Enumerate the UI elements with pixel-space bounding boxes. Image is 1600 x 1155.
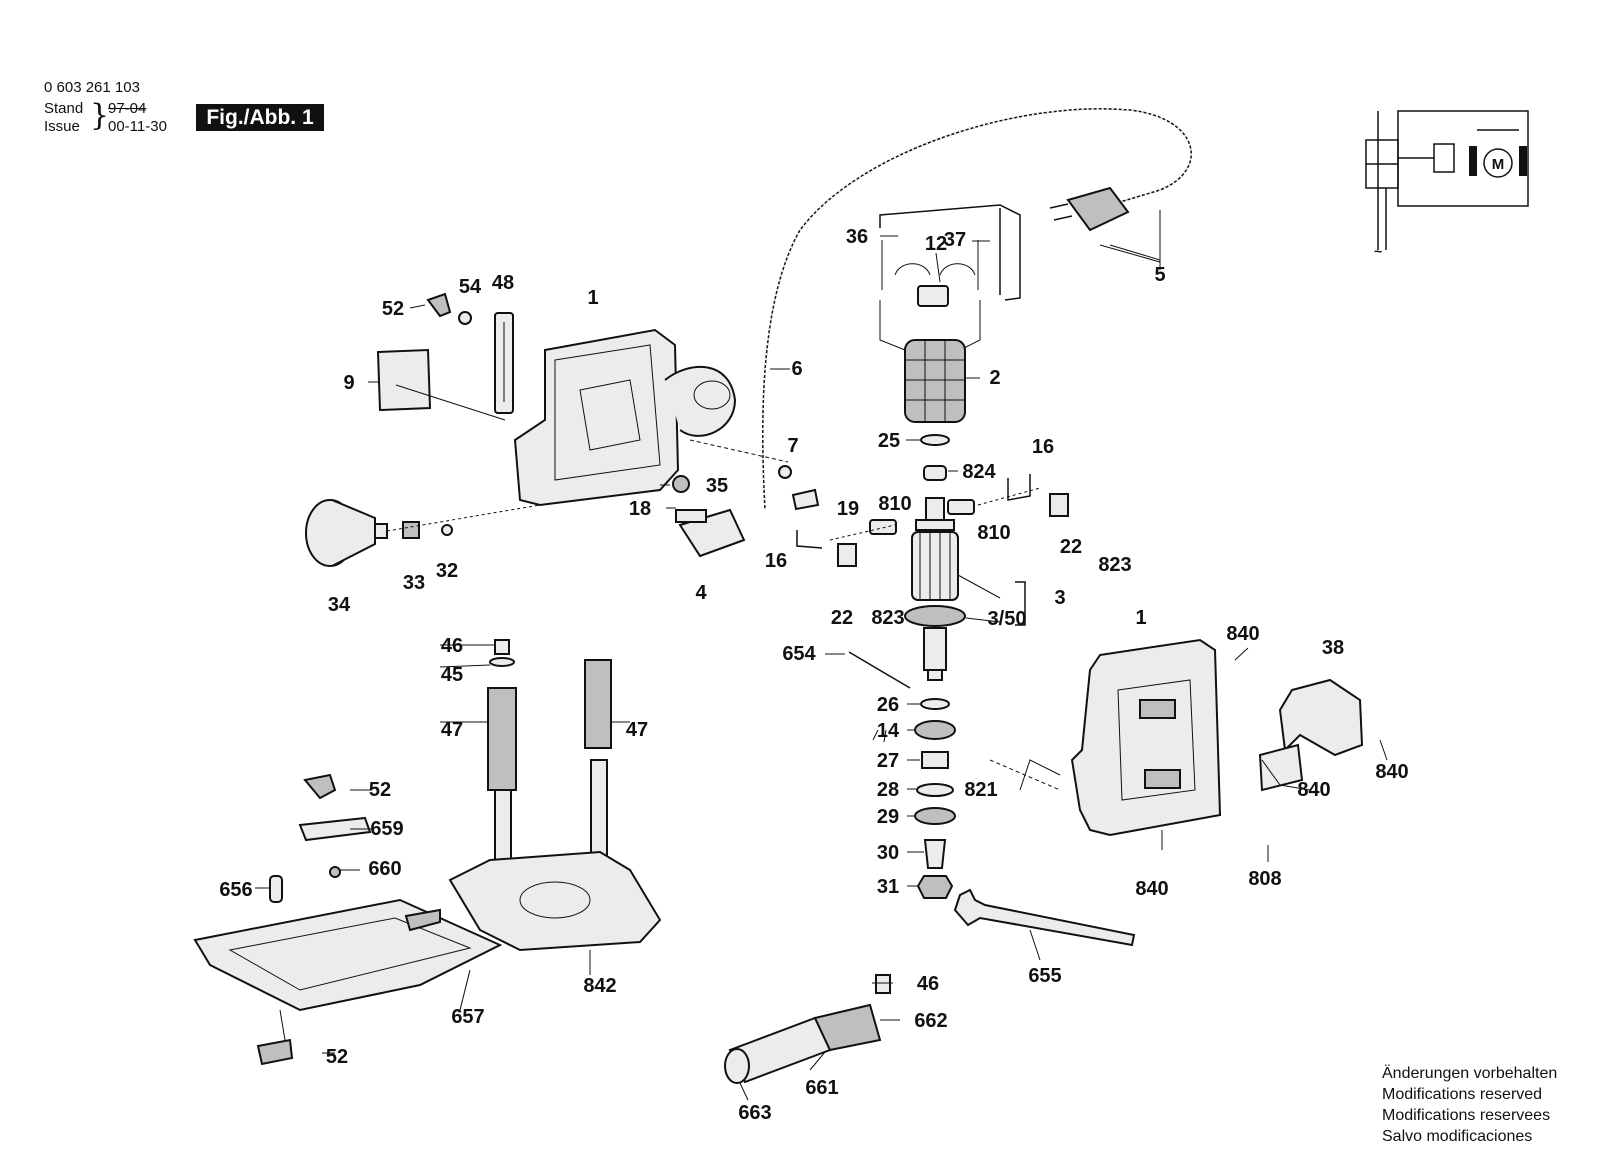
callout-661: 661 xyxy=(805,1077,838,1099)
callout-5: 5 xyxy=(1154,264,1165,286)
callout-824: 824 xyxy=(962,461,996,483)
stand-label: Stand xyxy=(44,100,84,117)
callout-6: 6 xyxy=(791,358,802,380)
figure-label: Fig./Abb. 1 xyxy=(196,104,324,131)
svg-text:M: M xyxy=(1492,156,1505,173)
dust-extraction-adapter xyxy=(724,974,891,1084)
callout-47-right: 47 xyxy=(626,719,648,741)
callout-22-left: 22 xyxy=(831,607,853,629)
notice-spanish: Salvo modificaciones xyxy=(1382,1128,1533,1145)
callout-37: 37 xyxy=(944,229,966,251)
depth-stop-parts xyxy=(376,292,514,421)
callout-36: 36 xyxy=(846,226,868,248)
callout-19: 19 xyxy=(837,498,859,520)
callout-3: 3 xyxy=(1054,587,1065,609)
notice-german: Änderungen vorbehalten xyxy=(1382,1065,1558,1082)
callout-7: 7 xyxy=(787,435,798,457)
callout-821: 821 xyxy=(964,779,997,801)
callout-16-left: 16 xyxy=(765,550,787,572)
callout-657: 657 xyxy=(451,1006,484,1028)
callout-16-top: 16 xyxy=(1032,436,1054,458)
callout-18: 18 xyxy=(629,498,651,520)
callout-52-top: 52 xyxy=(382,298,404,320)
document-number: 0 603 261 103 xyxy=(44,79,140,96)
callout-823-left: 823 xyxy=(871,607,904,629)
motor-field-assembly xyxy=(879,204,1021,481)
issue-label: Issue xyxy=(44,118,80,135)
callout-22-right: 22 xyxy=(1060,536,1082,558)
callout-810-left: 810 xyxy=(878,493,911,515)
callout-808: 808 xyxy=(1248,868,1281,890)
callout-45: 45 xyxy=(441,664,463,686)
switch-assembly xyxy=(672,465,820,558)
notice-french: Modifications reservees xyxy=(1382,1107,1551,1124)
callout-29: 29 xyxy=(877,806,899,828)
callout-12: 12 xyxy=(925,233,947,255)
callout-31: 31 xyxy=(877,876,899,898)
callout-840-far-right: 840 xyxy=(1375,761,1408,783)
callout-14: 14 xyxy=(877,720,900,742)
callout-25: 25 xyxy=(878,430,900,452)
power-cord xyxy=(761,108,1192,511)
callout-54: 54 xyxy=(459,276,482,298)
notice-english: Modifications reserved xyxy=(1382,1086,1543,1103)
callout-823-right: 823 xyxy=(1098,554,1131,576)
callout-52-middle: 52 xyxy=(369,779,391,801)
callout-659: 659 xyxy=(370,818,403,840)
parallel-guide xyxy=(193,773,503,1066)
callout-46-bottom: 46 xyxy=(917,973,939,995)
base-plate xyxy=(448,850,662,952)
callout-656: 656 xyxy=(219,879,252,901)
wrench xyxy=(953,888,1136,947)
callout-662: 662 xyxy=(914,1010,947,1032)
armature-stack xyxy=(796,474,1069,899)
callout-46-top: 46 xyxy=(441,635,463,657)
callout-28: 28 xyxy=(877,779,899,801)
svg-text:~: ~ xyxy=(1374,243,1382,259)
callout-655: 655 xyxy=(1028,965,1061,987)
callout-48: 48 xyxy=(492,272,514,294)
callout-labels: 36 12 37 5 2 25 824 16 810 810 22 823 3 … xyxy=(219,226,1408,1124)
modifications-notice: Änderungen vorbehalten Modifications res… xyxy=(1382,1063,1557,1147)
callout-32: 32 xyxy=(436,560,458,582)
callout-654: 654 xyxy=(782,643,816,665)
callout-35: 35 xyxy=(706,475,728,497)
callout-660: 660 xyxy=(368,858,401,880)
callout-3-50: 3/50 xyxy=(988,608,1027,630)
callout-38: 38 xyxy=(1322,637,1344,659)
brace-glyph: } xyxy=(90,98,110,133)
wiring-schematic: M ~ xyxy=(1365,110,1529,259)
motor-housing-right xyxy=(989,638,1364,837)
issue-value: 00-11-30 xyxy=(108,118,167,135)
handle-knob xyxy=(305,499,541,567)
motor-housing-left xyxy=(513,328,789,507)
callout-842: 842 xyxy=(583,975,616,997)
callout-1-left: 1 xyxy=(587,287,598,309)
callout-810-right: 810 xyxy=(977,522,1010,544)
callout-47-left: 47 xyxy=(441,719,463,741)
callout-9: 9 xyxy=(343,372,354,394)
leader-lines xyxy=(255,235,1388,1101)
callout-2: 2 xyxy=(989,367,1000,389)
callout-1-right: 1 xyxy=(1135,607,1146,629)
callout-663: 663 xyxy=(738,1102,771,1124)
callout-27: 27 xyxy=(877,750,899,772)
callout-30: 30 xyxy=(877,842,899,864)
callout-26: 26 xyxy=(877,694,899,716)
callout-840-middle: 840 xyxy=(1297,779,1330,801)
callout-34: 34 xyxy=(328,594,351,616)
callout-840-top: 840 xyxy=(1226,623,1259,645)
stand-value: 97-04 xyxy=(108,100,147,117)
callout-52-bottom: 52 xyxy=(326,1046,348,1068)
callout-4: 4 xyxy=(695,582,707,604)
callout-840-bottom: 840 xyxy=(1135,878,1168,900)
callout-33: 33 xyxy=(403,572,425,594)
